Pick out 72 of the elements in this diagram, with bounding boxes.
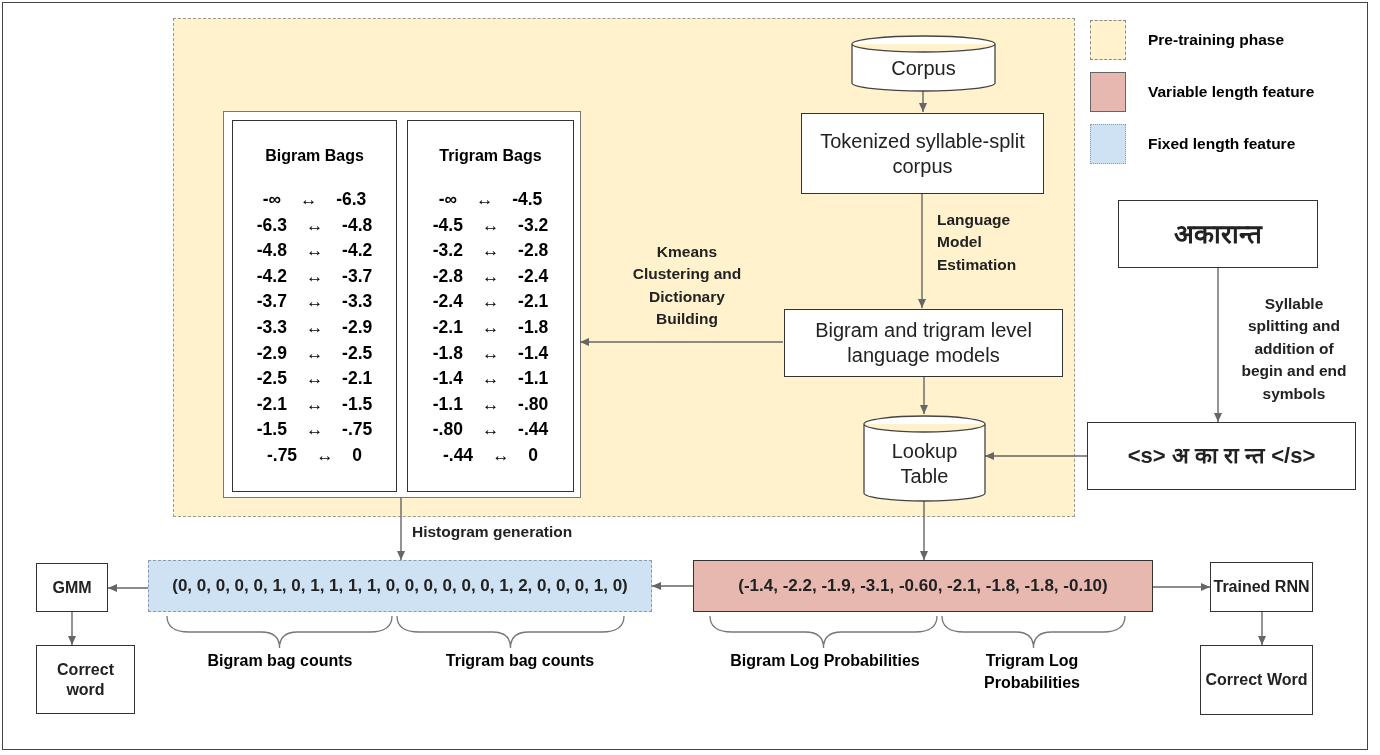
table-row-text: -2.4 ↔ -2.1 bbox=[432, 290, 549, 314]
node-label: अकारान्त bbox=[1174, 217, 1262, 251]
node-label: Corpus bbox=[891, 56, 956, 81]
phase-region bbox=[173, 18, 1075, 517]
arrow bbox=[918, 192, 926, 309]
brace-caption: Trigram Log Probabilities bbox=[983, 651, 1081, 694]
table-row-text: -∞ ↔ -4.5 bbox=[438, 188, 543, 211]
table-row-text: -3.7 ↔ -3.3 bbox=[256, 290, 373, 314]
table-row-text: -.80 ↔ -.44 bbox=[432, 418, 549, 442]
node-label: Lookup Table bbox=[890, 438, 959, 489]
arrow bbox=[107, 584, 149, 592]
brace-caption: Trigram bag counts bbox=[444, 651, 596, 671]
table-heading: Bigram Bags bbox=[265, 147, 364, 165]
table-row-text: -1.1 ↔ -.80 bbox=[432, 392, 549, 416]
process-box bbox=[36, 563, 108, 612]
arrow bbox=[651, 582, 694, 590]
node-label: GMM bbox=[52, 577, 92, 598]
process-box bbox=[1200, 645, 1313, 715]
arrow bbox=[920, 500, 928, 561]
arrow bbox=[1258, 611, 1266, 646]
table-row-text: -.75 ↔ 0 bbox=[266, 443, 363, 467]
legend-label: Fixed length feature bbox=[1148, 133, 1297, 154]
process-box bbox=[801, 113, 1044, 194]
process-box bbox=[36, 645, 135, 714]
process-box bbox=[1087, 422, 1356, 490]
node-label: Trained RNN bbox=[1213, 577, 1310, 597]
table-heading: Trigram Bags bbox=[439, 147, 542, 165]
table-row-text: -3.3 ↔ -2.9 bbox=[256, 315, 373, 339]
brace-caption: Bigram bag counts bbox=[206, 651, 354, 671]
arrow bbox=[1214, 267, 1222, 423]
legend-label: Variable length feature bbox=[1148, 81, 1316, 102]
table-row-text: -4.2 ↔ -3.7 bbox=[256, 264, 373, 288]
arrow bbox=[397, 496, 405, 561]
node-label: (-1.4, -2.2, -1.9, -3.1, -0.60, -2.1, -1.8, -1.8, -0.10) bbox=[738, 575, 1108, 597]
bin-table bbox=[407, 120, 574, 492]
arrow bbox=[984, 452, 1088, 460]
node-label: Correct Word bbox=[1205, 670, 1308, 690]
table-row-text: -4.5 ↔ -3.2 bbox=[432, 213, 549, 237]
node-label: Tokenized syllable-split corpus bbox=[819, 128, 1026, 179]
process-box bbox=[784, 309, 1063, 377]
process-box bbox=[1210, 562, 1313, 612]
database-cylinder bbox=[851, 35, 996, 92]
node-label: Bigram and trigram level language models bbox=[814, 318, 1033, 368]
table-row-text: -∞ ↔ -6.3 bbox=[262, 188, 367, 211]
table-row-text: -4.8 ↔ -4.2 bbox=[256, 239, 373, 263]
arrow bbox=[919, 90, 927, 113]
table-row-text: -.44 ↔ 0 bbox=[442, 443, 539, 467]
node-label: (0, 0, 0, 0, 0, 1, 0, 1, 1, 1, 1, 0, 0, 0, 0, 0, 0, 1, 2, 0, 0, 0, 1, 0) bbox=[172, 575, 628, 597]
table-row-text: -2.9 ↔ -2.5 bbox=[256, 341, 373, 365]
arrow bbox=[68, 611, 76, 646]
table-row-text: -2.1 ↔ -1.8 bbox=[432, 315, 549, 339]
table-row-text: -2.5 ↔ -2.1 bbox=[256, 367, 373, 391]
legend-label: Pre-training phase bbox=[1148, 29, 1286, 50]
process-box bbox=[1118, 200, 1318, 268]
arrow bbox=[920, 375, 928, 415]
arrow bbox=[1152, 583, 1211, 591]
table-row-text: -3.2 ↔ -2.8 bbox=[432, 239, 549, 263]
feature-vector-box bbox=[148, 560, 652, 612]
bin-table bbox=[232, 120, 397, 492]
table-row-text: -2.8 ↔ -2.4 bbox=[432, 264, 549, 288]
arrow bbox=[579, 338, 784, 346]
panel bbox=[223, 111, 581, 498]
table-row-text: -1.5 ↔ -.75 bbox=[256, 418, 373, 442]
feature-vector-box bbox=[693, 560, 1153, 612]
node-label: Correct word bbox=[56, 659, 115, 700]
table-row-text: -1.4 ↔ -1.1 bbox=[432, 367, 549, 391]
brace-caption: Bigram Log Probabilities bbox=[730, 651, 920, 671]
database-cylinder bbox=[863, 415, 986, 502]
node-label: <s> अ का रा न्त </s> bbox=[1127, 442, 1316, 470]
table-row-text: -2.1 ↔ -1.5 bbox=[256, 392, 373, 416]
table-row-text: -1.8 ↔ -1.4 bbox=[432, 341, 549, 365]
table-row-text: -6.3 ↔ -4.8 bbox=[256, 213, 373, 237]
